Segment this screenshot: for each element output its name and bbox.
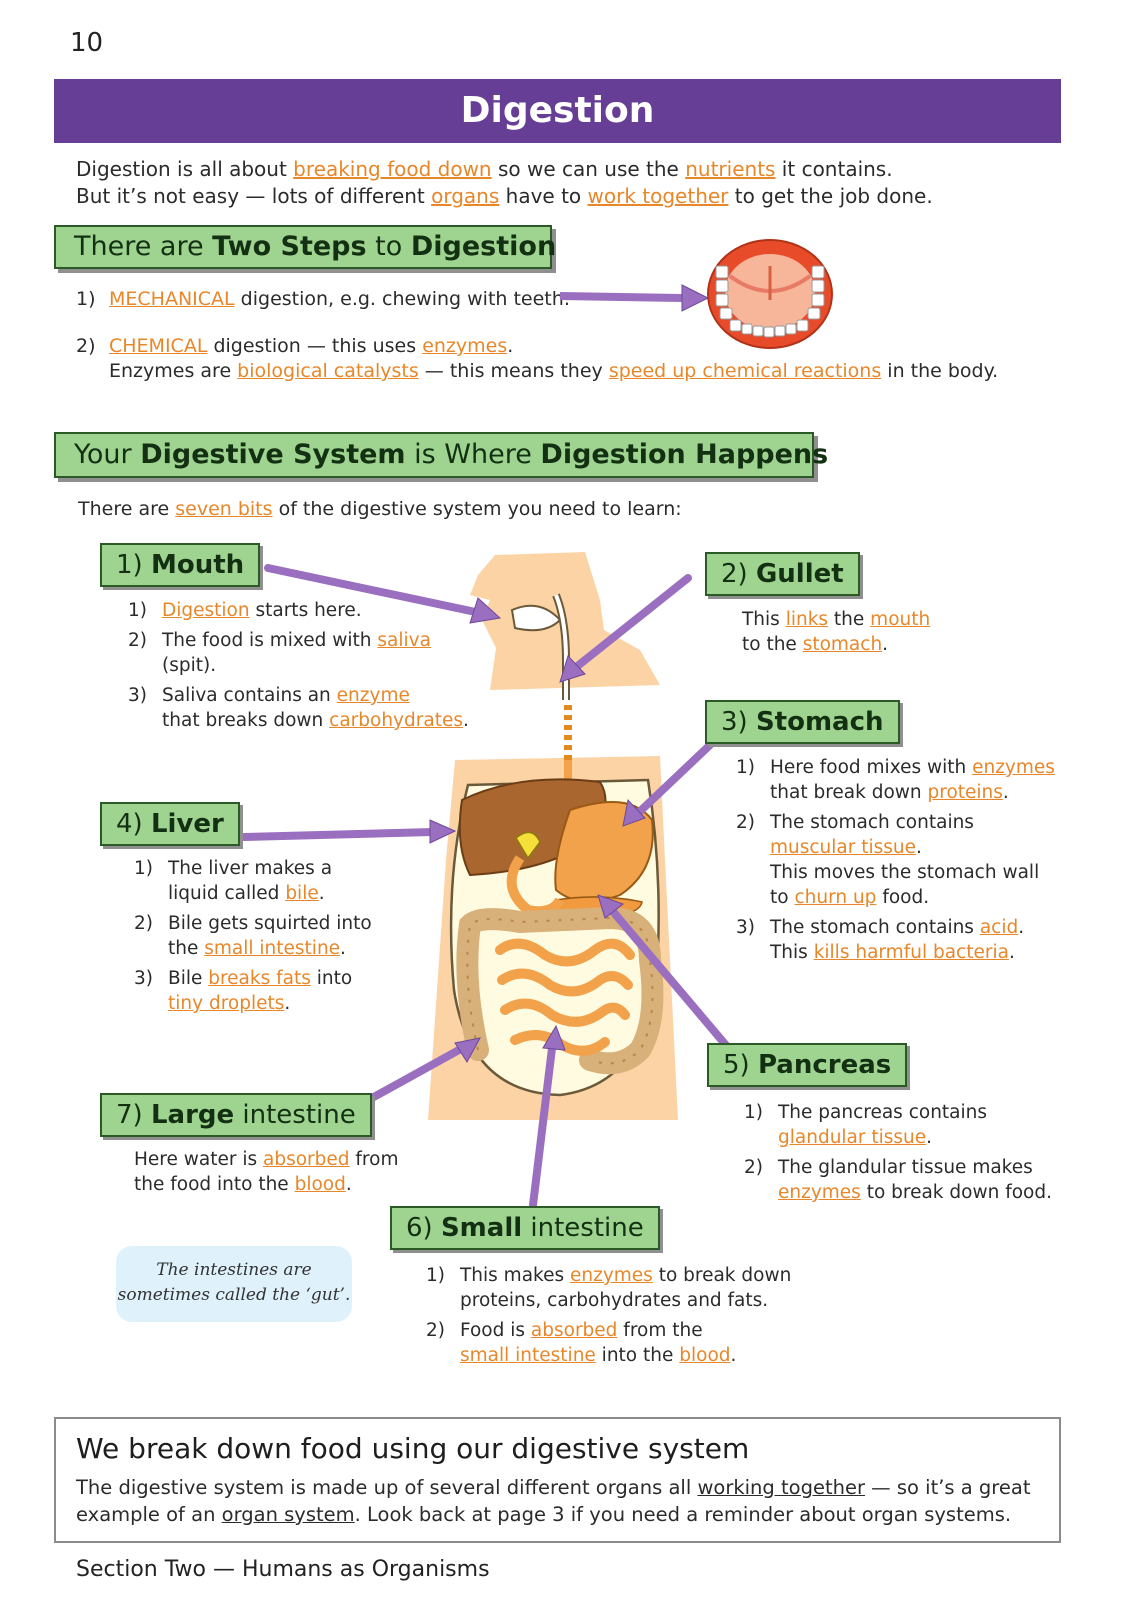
section-footer: Section Two — Humans as Organisms <box>76 1557 490 1582</box>
mouth-label: 1) Mouth <box>100 543 261 587</box>
keyword: organs <box>431 184 500 208</box>
gut-note: The intestines are sometimes called the … <box>116 1246 352 1322</box>
step-2: 2)CHEMICAL digestion — this uses enzymes… <box>76 335 999 382</box>
mouth-list: 1)Digestion starts here. 2)The food is m… <box>128 600 469 731</box>
keyword: nutrients <box>685 157 776 181</box>
page-title: Digestion <box>460 90 655 131</box>
gullet-text: This links the mouth to the stomach. <box>742 609 931 655</box>
liver-label: 4) Liver <box>100 802 240 846</box>
digestive-system-heading: Your Digestive System is Where Digestion… <box>54 432 828 478</box>
intro-paragraph: Digestion is all about breaking food dow… <box>76 157 933 208</box>
teeth-illustration <box>560 239 833 349</box>
keyword: breaking food down <box>293 157 492 181</box>
pancreas-label: 5) Pancreas <box>707 1043 908 1087</box>
large-intestine-text: Here water is absorbed from the food int… <box>134 1149 399 1195</box>
summary-box <box>54 1417 1061 1543</box>
keyword: work together <box>587 184 729 208</box>
gullet-label: 2) Gullet <box>705 552 860 596</box>
title-bar <box>54 79 1061 143</box>
summary-body: The digestive system is made up of sever… <box>76 1476 1031 1526</box>
stomach-label: 3) Stomach <box>705 700 900 744</box>
summary-title: We break down food using our digestive s… <box>76 1432 750 1465</box>
step-1: 1)MECHANICAL digestion, e.g. chewing wit… <box>76 288 571 310</box>
small-intestine-label: 6) Small intestine <box>390 1206 660 1250</box>
seven-bits-intro: There are seven bits of the digestive sy… <box>78 498 682 520</box>
two-steps-heading: There are Two Steps to Digestion <box>54 225 556 269</box>
pointer-arrows <box>240 564 734 1209</box>
page-number: 10 <box>70 28 104 58</box>
large-intestine-label: 7) Large intestine <box>100 1093 372 1137</box>
